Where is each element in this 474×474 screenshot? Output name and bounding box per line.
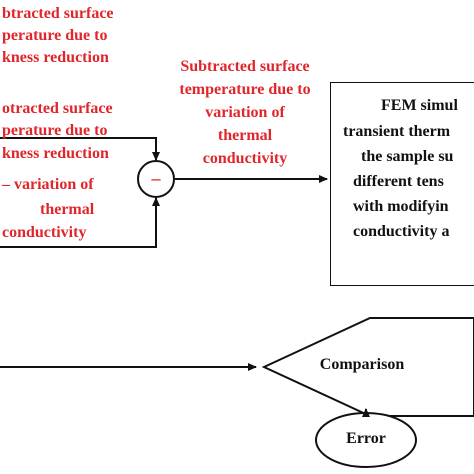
label-middle-left-line: otracted surface <box>2 100 113 117</box>
fem-box-line: conductivity a <box>353 223 450 240</box>
error-label: Error <box>346 430 386 447</box>
label-top-center-line: variation of <box>205 104 285 121</box>
label-middle-left-line: – variation of <box>2 176 94 193</box>
minus-operator: – <box>151 168 161 188</box>
label-top-center-line: conductivity <box>202 150 288 167</box>
fem-box-line: transient therm <box>343 123 451 140</box>
arrow-top-to-junction <box>0 137 160 161</box>
arrow-bottom-to-junction <box>0 197 160 248</box>
label-top-center-line: thermal <box>217 127 273 144</box>
label-top-center-line: temperature due to <box>179 81 311 98</box>
summing-junction <box>137 160 175 198</box>
comparison-diamond <box>261 317 474 417</box>
fem-box-line: FEM simul <box>381 97 458 114</box>
fem-box-line: with modifyin <box>353 198 449 215</box>
label-middle-left-line: thermal <box>40 201 95 218</box>
label-top-left-line: btracted surface <box>2 5 114 22</box>
fem-simulation-box: FEM simul transient therm the sample su … <box>330 82 474 286</box>
label-top-center-line: Subtracted surface <box>180 58 310 75</box>
label-middle-left-line: perature due to <box>2 122 108 139</box>
label-middle-left-line: conductivity <box>2 224 87 241</box>
label-top-left-line: kness reduction <box>2 49 109 66</box>
label-middle-left-line: kness reduction <box>2 145 109 162</box>
fem-box-line: the sample su <box>361 148 454 165</box>
fem-box-line: different tens <box>353 173 444 190</box>
comparison-label: Comparison <box>319 356 405 373</box>
label-top-left-line: perature due to <box>2 27 108 44</box>
